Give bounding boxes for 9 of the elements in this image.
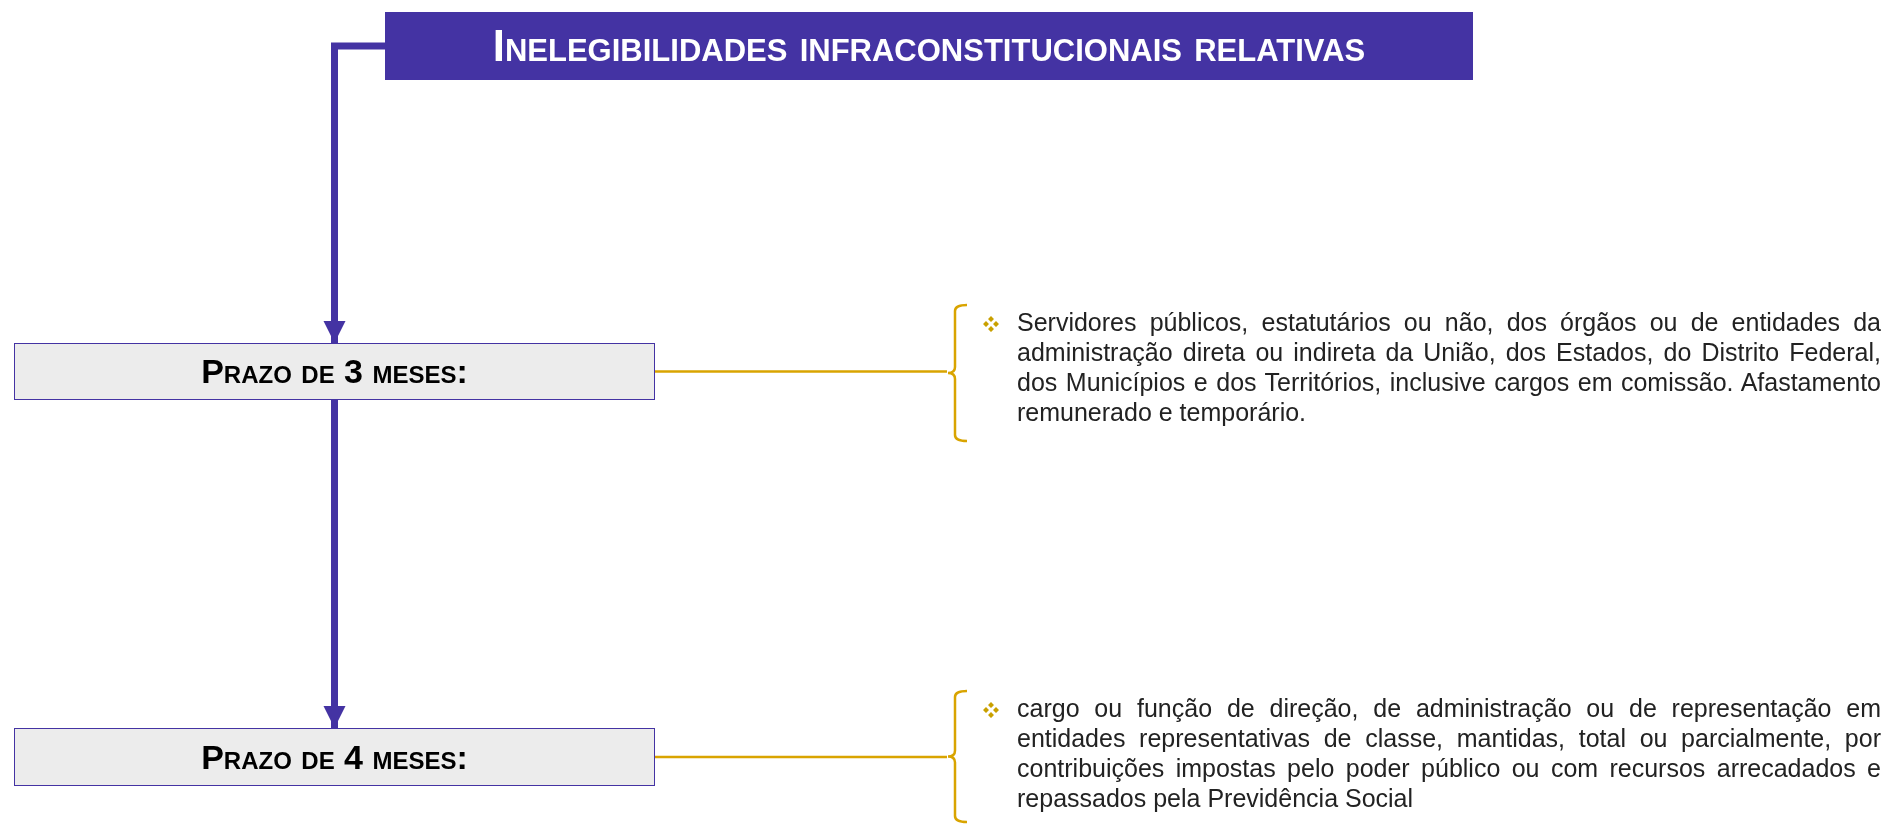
period-box: Prazo de 4 meses: xyxy=(14,728,655,786)
connector-line xyxy=(655,370,947,373)
period-box: Prazo de 3 meses: xyxy=(14,343,655,400)
arrow xyxy=(323,400,346,728)
description-text: Servidores públicos, estatutários ou não, dos órgãos ou de entidades da administração direta ou indireta da União, dos Estados, do Distrito Federal, dos Municípios e dos Territórios, inclusive cargos em comissão. Afastamento remunerado e temporário. xyxy=(1017,307,1881,427)
connector-line xyxy=(655,755,947,759)
title-banner: Inelegibilidades infraconstitucionais relativas xyxy=(385,12,1473,80)
description-text: cargo ou função de direção, de administração ou de representação em entidades representativas de classe, mantidas, total ou parcialmente, por contribuições impostas pelo poder público ou com recursos arrecadados e repassados pela Previdência Social xyxy=(1017,693,1881,813)
arrow xyxy=(323,42,385,343)
